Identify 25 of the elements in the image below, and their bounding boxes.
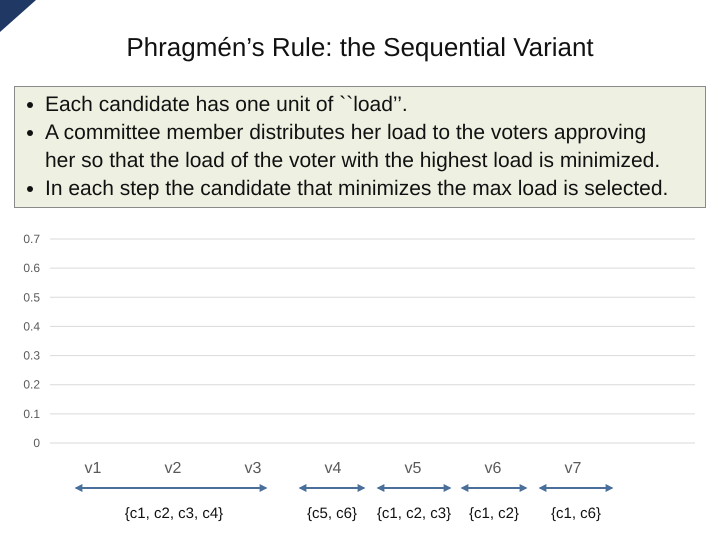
y-tick-label: 0.3 — [23, 348, 40, 363]
x-tick-label: v4 — [324, 460, 342, 477]
x-tick-label: v3 — [244, 460, 262, 477]
y-tick-label: 0.6 — [23, 261, 40, 276]
bullet-text: A committee member distributes her load to the voters approving her so that the load of the voter with the highest load is minimized. — [45, 120, 662, 174]
note-box — [14, 86, 706, 208]
x-tick-label: v5 — [404, 460, 422, 477]
x-tick-label: v1 — [84, 460, 102, 477]
set-label: {c1, c6} — [550, 505, 602, 522]
y-tick-label: 0.5 — [23, 290, 40, 304]
set-label: {c1, c2} — [468, 505, 520, 522]
y-tick-label: 0 — [33, 436, 40, 450]
x-tick-label: v6 — [484, 460, 502, 477]
bullet-text: Each candidate has one unit of ``load’’. — [45, 92, 409, 118]
y-tick-label: 0.4 — [23, 319, 40, 334]
x-tick-label: v7 — [564, 460, 582, 477]
x-tick-label: v2 — [164, 460, 182, 477]
set-label: {c1, c2, c3} — [376, 505, 452, 522]
bullet-text: In each step the candidate that minimizes the max load is selected. — [45, 176, 670, 202]
y-tick-label: 0.2 — [23, 378, 40, 392]
y-tick-label: 0.7 — [23, 232, 40, 246]
slide-title: Phragmén’s Rule: the Sequential Variant — [126, 32, 594, 62]
y-tick-label: 0.1 — [23, 406, 40, 421]
set-label: {c5, c6} — [306, 505, 358, 522]
set-label: {c1, c2, c3, c4} — [124, 505, 224, 522]
